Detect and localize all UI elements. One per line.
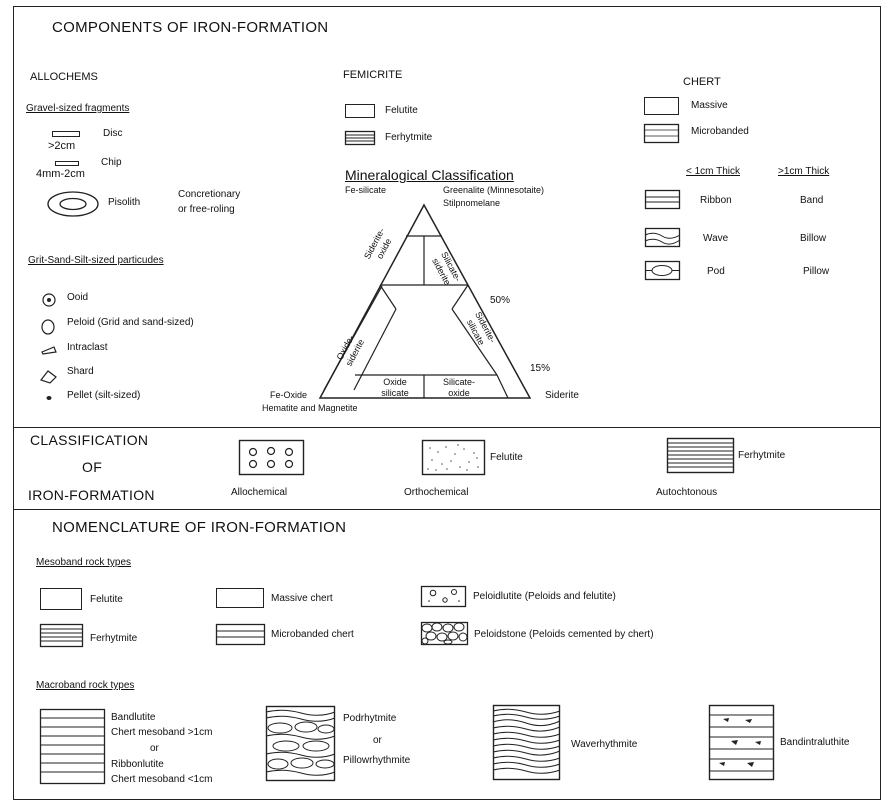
macroband-heading: Macroband rock types (36, 681, 134, 691)
wave-symbol (645, 228, 681, 248)
cell-silicate-oxide: Silicate- oxide (430, 377, 488, 399)
pod-label: Pod (707, 267, 725, 277)
massive-chert: Massive chert (271, 594, 333, 604)
pisolith-symbol (46, 190, 102, 220)
classification-title-3: IRON-FORMATION (28, 488, 155, 502)
pellet-icon (47, 396, 52, 400)
femicrite-ferhytmite: Ferhytmite (385, 133, 432, 143)
billow-label: Billow (800, 234, 826, 244)
cell-oxide-silicate: Oxide silicate (370, 377, 420, 399)
chert-mesoband-lt: Chert mesoband <1cm (111, 775, 212, 785)
femicrite-ferhytmite-box (345, 131, 375, 145)
classification-title-2: OF (82, 460, 102, 474)
particle-symbols (40, 291, 60, 411)
gravel-heading: Gravel-sized fragments (26, 104, 129, 114)
allochems-heading: ALLOCHEMS (30, 72, 98, 83)
pod-symbol (645, 261, 681, 281)
vertex-greenalite: Greenalite (Minnesotaite) (443, 186, 544, 195)
chip-size: 4mm-2cm (36, 169, 85, 180)
disc-label: Disc (103, 129, 122, 139)
divider-1 (13, 427, 881, 428)
mesoband-ferhytmite-symbol (40, 624, 84, 648)
ferhytmite-symbol (667, 438, 735, 474)
autochtonous-label: Autochtonous (656, 488, 717, 498)
ribbon-label: Ribbon (700, 196, 732, 206)
microbanded-chert: Microbanded chert (271, 630, 354, 640)
disc-size: >2cm (48, 141, 75, 152)
shard-label: Shard (67, 367, 94, 377)
chert-mesoband-gt: Chert mesoband >1cm (111, 728, 212, 738)
concretionary-line2: or free-roling (178, 205, 235, 215)
podrhytmite: Podrhytmite (343, 714, 396, 724)
band-label: Band (800, 196, 823, 206)
peloid-icon (42, 320, 54, 334)
ribbonlutite: Ribbonlutite (111, 760, 164, 770)
pct-15: 15% (530, 364, 550, 374)
pisolith-label: Pisolith (108, 198, 140, 208)
pillow-label: Pillow (803, 267, 829, 277)
pellet-label: Pellet (silt-sized) (67, 391, 140, 401)
mesoband-felutite: Felutite (90, 595, 123, 605)
mesoband-felutite-box (40, 588, 82, 610)
pillowrhythmite: Pillowrhythmite (343, 756, 410, 766)
shard-icon (41, 371, 56, 383)
ribbon-symbol (645, 190, 681, 210)
felutite-class-label: Felutite (490, 453, 523, 463)
peloidstone: Peloidstone (Peloids cemented by chert) (474, 630, 654, 640)
classification-title-1: CLASSIFICATION (30, 433, 148, 447)
vertex-siderite: Siderite (545, 391, 579, 401)
vertex-fe-oxide: Fe-Oxide (270, 391, 307, 400)
chip-label: Chip (101, 158, 122, 168)
chert-microbanded: Microbanded (691, 127, 749, 137)
bandintraluthite: Bandintraluthite (780, 738, 850, 748)
allochemical-label: Allochemical (231, 488, 287, 498)
mineralogical-title: Mineralogical Classification (345, 168, 514, 182)
felutite-symbol (422, 440, 486, 476)
peloidlutite: Peloidlutite (Peloids and felutite) (473, 592, 616, 602)
peloid-label: Peloid (Grid and sand-sized) (67, 318, 194, 328)
waverhythmite-symbol (493, 705, 561, 781)
pct-50: 50% (490, 296, 510, 306)
divider-2 (13, 509, 881, 510)
vertex-hematite: Hematite and Magnetite (262, 404, 358, 413)
chert-massive: Massive (691, 101, 728, 111)
chip-symbol (55, 161, 79, 166)
podrhytmite-symbol (266, 706, 336, 782)
chert-heading: CHERT (683, 77, 721, 88)
waverhythmite: Waverhythmite (571, 740, 637, 750)
peloidlutite-symbol (421, 586, 467, 608)
nomenclature-title: NOMENCLATURE OF IRON-FORMATION (52, 520, 346, 535)
bandlutite: Bandlutite (111, 713, 155, 723)
mesoband-ferhytmite: Ferhytmite (90, 634, 137, 644)
or-label-1: or (150, 744, 159, 754)
ooid-label: Ooid (67, 293, 88, 303)
vertex-fe-silicate: Fe-silicate (345, 186, 386, 195)
grit-heading: Grit-Sand-Silt-sized particudes (28, 256, 164, 266)
femicrite-felutite-box (345, 104, 375, 118)
intraclast-label: Intraclast (67, 343, 108, 353)
wave-label: Wave (703, 234, 728, 244)
chert-massive-box (644, 97, 679, 115)
bandlutite-symbol (40, 709, 106, 785)
orthochemical-label: Orthochemical (404, 488, 468, 498)
peloidstone-symbol (421, 622, 469, 646)
chert-microbanded-box (644, 124, 680, 144)
microbanded-chert-symbol (216, 624, 266, 646)
disc-symbol (52, 131, 80, 137)
massive-chert-box (216, 588, 264, 608)
allochemical-symbol (239, 440, 305, 476)
femicrite-heading: FEMICRITE (343, 70, 402, 81)
chert-thin-heading: < 1cm Thick (686, 167, 740, 177)
ferhytmite-class-label: Ferhytmite (738, 451, 785, 461)
mesoband-heading: Mesoband rock types (36, 558, 131, 568)
components-title: COMPONENTS OF IRON-FORMATION (52, 20, 328, 35)
ternary-diagram (320, 205, 550, 405)
bandintraluthite-symbol (709, 705, 775, 781)
chert-thick-heading: >1cm Thick (778, 167, 829, 177)
or-label-2: or (373, 736, 382, 746)
concretionary-line1: Concretionary (178, 190, 240, 200)
intraclast-icon (42, 347, 56, 354)
femicrite-felutite: Felutite (385, 106, 418, 116)
